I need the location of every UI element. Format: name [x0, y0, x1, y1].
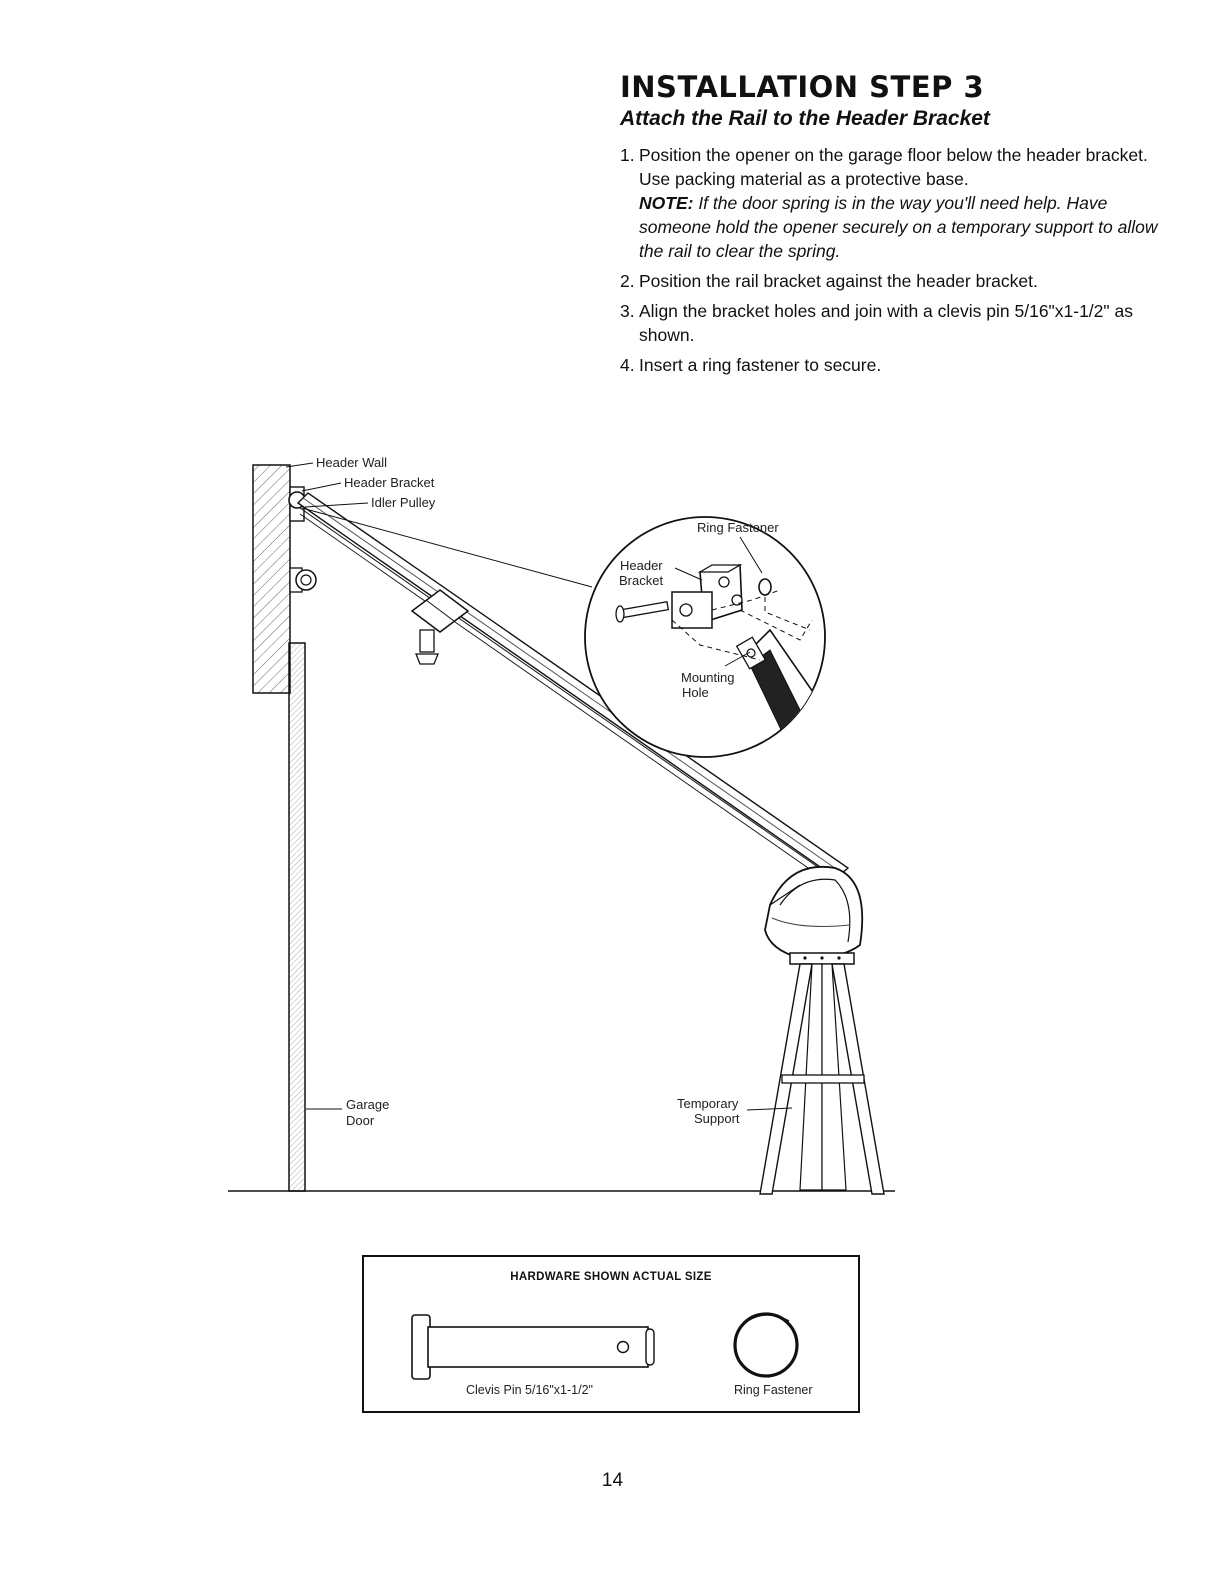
page-title: INSTALLATION STEP 3 — [620, 70, 985, 104]
detail-leader-line — [301, 507, 593, 588]
label-header-bracket: Header Bracket — [344, 475, 435, 490]
label-hole: Hole — [682, 685, 709, 700]
label-ring-fastener: Ring Fastener — [697, 520, 779, 535]
label-support: Support — [694, 1111, 740, 1126]
label-detail-header: Header — [620, 558, 663, 573]
hardware-title: HARDWARE SHOWN ACTUAL SIZE — [510, 1271, 712, 1283]
hardware-illustration — [411, 1312, 799, 1380]
step-text: Insert a ring fastener to secure. — [639, 355, 882, 375]
clevis-pin-actual-size — [411, 1314, 655, 1380]
trolley — [410, 589, 470, 665]
label-detail-bracket: Bracket — [619, 573, 663, 588]
opener-motor-unit — [764, 866, 864, 960]
header-wall — [252, 464, 291, 694]
label-idler-pulley: Idler Pulley — [371, 495, 436, 510]
step-text: Position the opener on the garage floor … — [639, 145, 1148, 189]
temporary-support — [759, 952, 885, 1195]
step-subtitle: Attach the Rail to the Header Bracket — [620, 107, 990, 130]
installation-diagram: Header Wall Header Bracket Idler Pulley … — [228, 455, 895, 1195]
label-garage: Garage — [346, 1097, 389, 1112]
step-item: 3. Align the bracket holes and join with… — [620, 301, 1133, 345]
step-item: 2. Position the rail bracket against the… — [620, 271, 1038, 291]
step-item: 4. Insert a ring fastener to secure. — [620, 355, 882, 375]
label-header-wall: Header Wall — [316, 455, 387, 470]
step-text: Position the rail bracket against the he… — [639, 271, 1038, 291]
step-text: Align the bracket holes and join with a … — [639, 301, 1133, 345]
steps-list: 1. Position the opener on the garage flo… — [620, 143, 1180, 377]
ring-fastener-actual-size — [733, 1312, 799, 1378]
detail-clevis-pin — [615, 600, 670, 623]
clevis-pin-label: Clevis Pin 5/16"x1-1/2" — [466, 1383, 593, 1397]
garage-door — [288, 642, 306, 1192]
label-door: Door — [346, 1113, 375, 1128]
rail — [296, 492, 850, 887]
step-note: NOTE: If the door spring is in the way y… — [639, 193, 1158, 261]
hardware-box: HARDWARE SHOWN ACTUAL SIZE Clevis Pin 5/… — [362, 1255, 860, 1413]
page-number: 14 — [601, 1470, 624, 1491]
detail-ring-fastener — [758, 578, 772, 596]
label-temporary: Temporary — [677, 1096, 739, 1111]
wall-bracket — [289, 567, 317, 593]
ring-fastener-label: Ring Fastener — [734, 1383, 813, 1397]
step-item: 1. Position the opener on the garage flo… — [620, 143, 1180, 263]
label-mounting: Mounting — [681, 670, 734, 685]
instructions-header: INSTALLATION STEP 3 Attach the Rail to t… — [620, 70, 1180, 383]
